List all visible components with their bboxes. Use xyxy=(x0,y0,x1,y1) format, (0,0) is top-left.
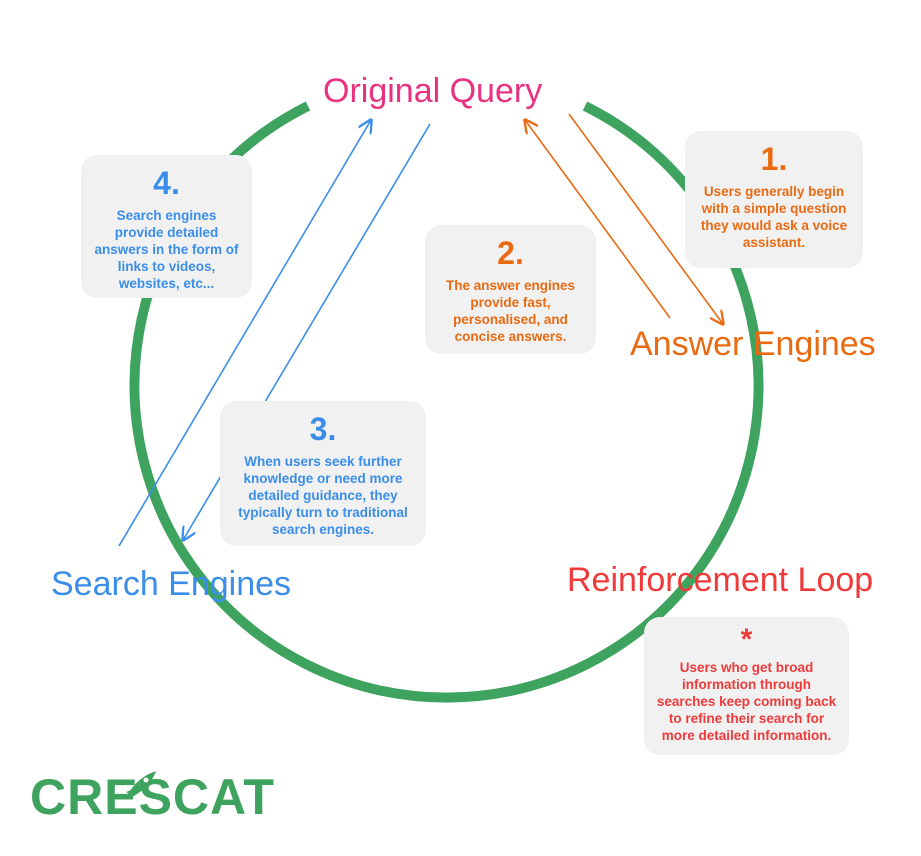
node-answer-engines: Answer Engines xyxy=(630,325,876,363)
brand-logo: CRESCAT xyxy=(30,769,275,825)
card-step-1: 1. Users generally begin with a simple q… xyxy=(685,131,863,268)
loop-circle xyxy=(129,101,764,703)
step-4-text: Search engines provide detailed answers … xyxy=(94,208,239,291)
step-2-text: The answer engines provide fast, persona… xyxy=(445,278,576,344)
node-reinforcement-loop: Reinforcement Loop xyxy=(567,561,874,599)
step-1-number: 1. xyxy=(760,141,788,177)
rocket-icon xyxy=(126,771,156,796)
card-reinforcement: * Users who get broad information throug… xyxy=(644,617,849,755)
arrow-query-to-answer xyxy=(568,113,723,324)
step-2-number: 2. xyxy=(497,235,524,271)
arrow-search-to-query xyxy=(118,120,371,547)
reinforcement-asterisk: * xyxy=(740,623,753,656)
step-3-text: When users seek further knowledge or nee… xyxy=(238,454,408,537)
card-step-4: 4. Search engines provide detailed answe… xyxy=(81,155,252,298)
card-step-2: 2. The answer engines provide fast, pers… xyxy=(425,225,596,354)
step-1-text: Users generally begin with a simple ques… xyxy=(700,184,848,250)
reinforcement-text: Users who get broad information through … xyxy=(656,660,837,743)
arrow-answer-to-query xyxy=(525,120,671,319)
node-original-query: Original Query xyxy=(323,72,543,110)
step-3-number: 3. xyxy=(309,411,337,447)
node-search-engines: Search Engines xyxy=(51,565,292,603)
step-4-number: 4. xyxy=(153,165,180,201)
card-step-3: 3. When users seek further knowledge or … xyxy=(220,401,426,546)
